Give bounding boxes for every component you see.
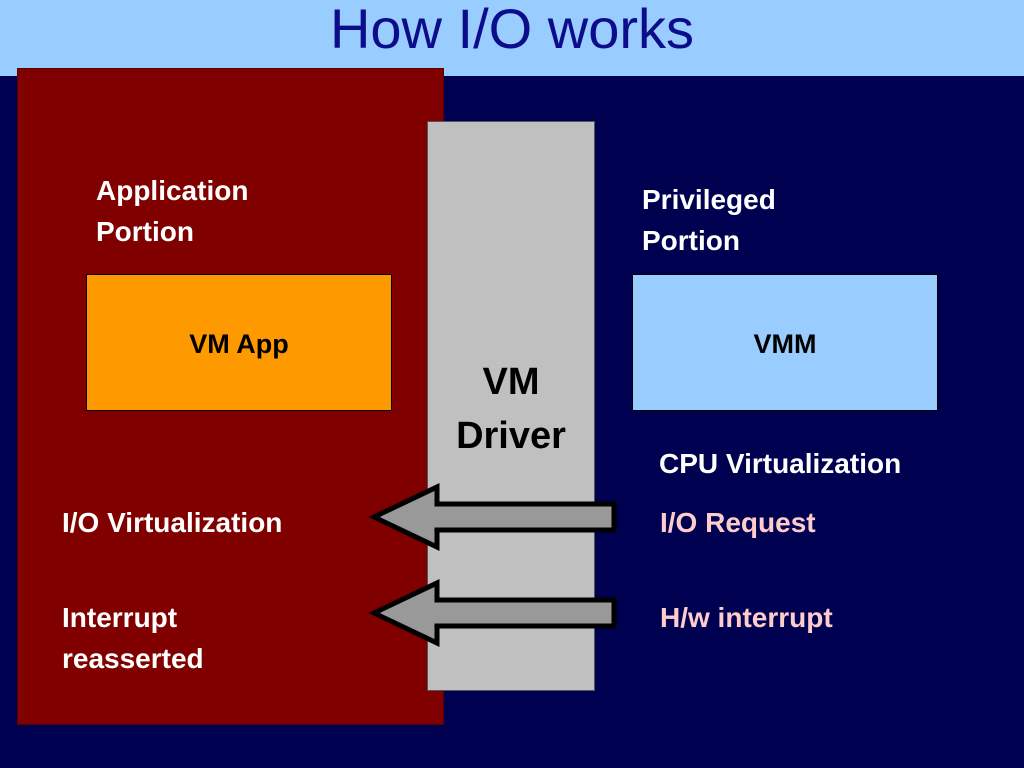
interrupt-reasserted-label: Interrupt reasserted	[62, 597, 204, 679]
vm-driver-line2: Driver	[456, 415, 566, 457]
privileged-heading-line1: Privileged	[642, 184, 776, 215]
application-heading-line1: Application	[96, 175, 249, 206]
io-virtualization-label: I/O Virtualization	[62, 507, 283, 538]
application-heading-line2: Portion	[96, 216, 194, 247]
hw-interrupt-label: H/w interrupt	[660, 602, 833, 633]
vm-driver-label: VM Driver	[427, 355, 595, 463]
vm-app-box: VM App	[86, 274, 392, 411]
interrupt-line1: Interrupt	[62, 602, 178, 633]
vm-driver-line1: VM	[482, 361, 540, 403]
privileged-heading-line2: Portion	[642, 225, 740, 256]
title-bar	[0, 0, 1024, 76]
io-request-label: I/O Request	[660, 507, 816, 538]
privileged-portion-heading: Privileged Portion	[642, 179, 776, 261]
vmm-box: VMM	[632, 274, 938, 411]
vm-app-label: VM App	[189, 329, 289, 359]
interrupt-line2: reasserted	[62, 643, 204, 674]
application-portion-heading: Application Portion	[96, 170, 248, 252]
vmm-label: VMM	[753, 329, 817, 359]
cpu-virtualization-label: CPU Virtualization	[659, 448, 902, 479]
slide-title: How I/O works	[329, 0, 695, 60]
